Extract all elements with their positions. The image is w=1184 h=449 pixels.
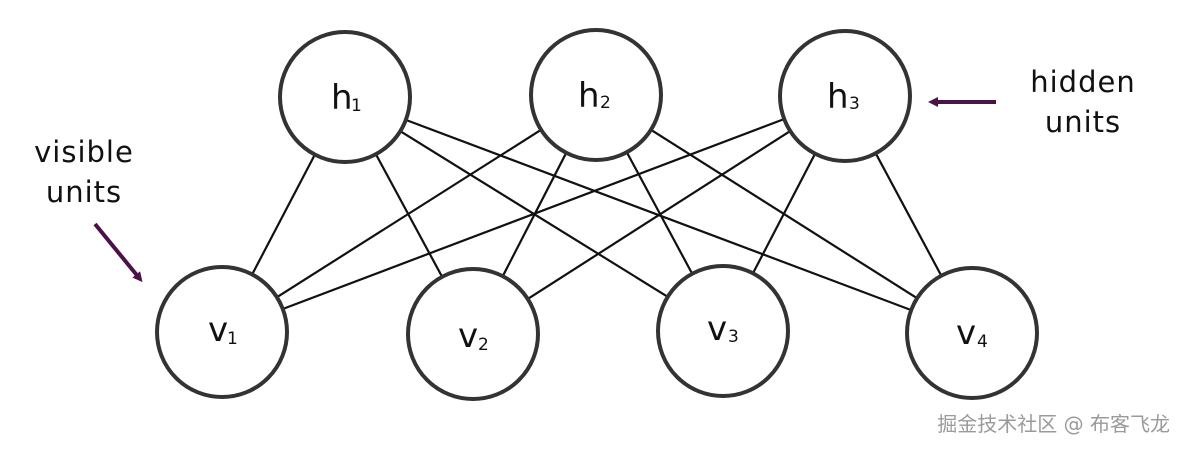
visible-unit-v4: v 4 bbox=[905, 266, 1039, 400]
edge-h3-v3 bbox=[752, 154, 816, 273]
node-subscript: 3 bbox=[849, 94, 860, 114]
visible-unit-v2: v 2 bbox=[406, 267, 540, 401]
hidden-units-callout: hidden units bbox=[1018, 62, 1148, 142]
node-subscript: 3 bbox=[728, 327, 739, 347]
visible-callout-line1: visible bbox=[34, 135, 134, 169]
visible-units-callout: visible units bbox=[18, 132, 150, 212]
hidden-callout-line2: units bbox=[1044, 105, 1122, 139]
hidden-unit-h3: h 3 bbox=[778, 29, 912, 163]
edge-h3-v2 bbox=[528, 130, 790, 300]
visible-units-arrow bbox=[93, 222, 143, 283]
node-label: v bbox=[208, 310, 228, 350]
edges-layer bbox=[251, 118, 942, 311]
watermark: 掘金技术社区 @ 布客飞龙 bbox=[937, 412, 1170, 436]
node-subscript: 1 bbox=[351, 96, 362, 116]
edge-h3-v4 bbox=[875, 153, 942, 276]
hidden-unit-h2: h 2 bbox=[529, 28, 663, 162]
edge-h1-v2 bbox=[375, 154, 443, 277]
edge-h2-v1 bbox=[277, 129, 541, 298]
node-label: h bbox=[331, 78, 353, 118]
node-label: h bbox=[578, 76, 600, 116]
visible-unit-v3: v 3 bbox=[656, 264, 790, 398]
edge-h3-v1 bbox=[283, 118, 784, 310]
node-label: h bbox=[827, 77, 849, 117]
node-label: v bbox=[458, 316, 478, 356]
hidden-callout-line1: hidden bbox=[1030, 65, 1136, 99]
visible-callout-line2: units bbox=[45, 175, 123, 209]
node-label: v bbox=[707, 309, 727, 349]
node-subscript: 4 bbox=[977, 332, 988, 352]
visible-unit-v1: v 1 bbox=[155, 265, 289, 399]
edge-h1-v1 bbox=[251, 154, 316, 275]
hidden-unit-h1: h 1 bbox=[278, 30, 412, 164]
node-subscript: 2 bbox=[600, 93, 611, 113]
edge-h2-v3 bbox=[626, 152, 693, 274]
node-label: v bbox=[956, 313, 976, 353]
node-subscript: 2 bbox=[478, 335, 489, 355]
node-subscript: 1 bbox=[227, 329, 238, 349]
